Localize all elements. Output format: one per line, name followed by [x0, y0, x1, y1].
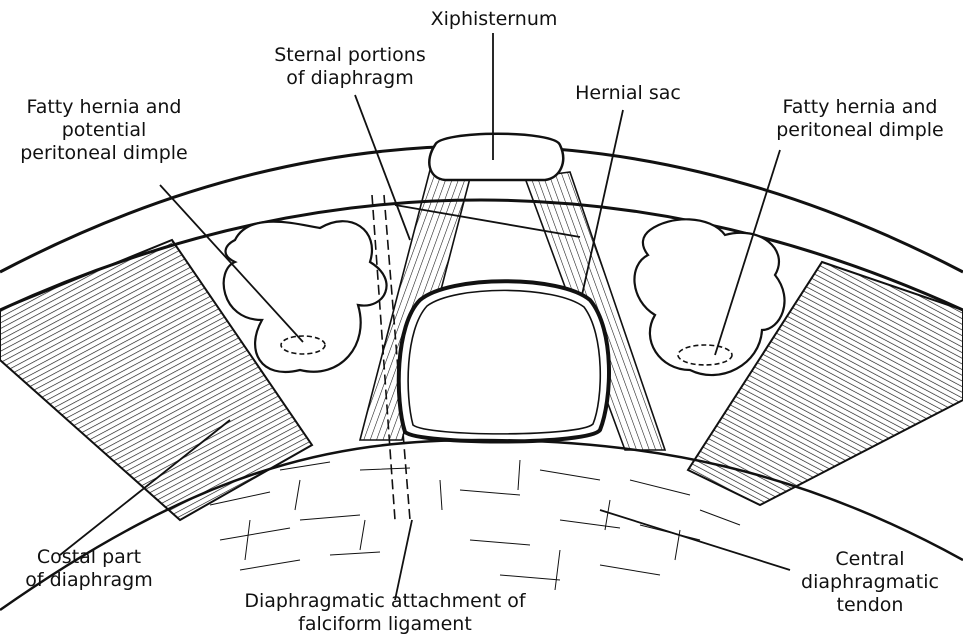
label-fatty-hernia-left: Fatty hernia and potential peritoneal di…: [4, 96, 204, 165]
label-central-line3: tendon: [790, 594, 950, 617]
label-xiphisternum: Xiphisternum: [424, 8, 564, 31]
label-fatty-right-line2: peritoneal dimple: [760, 119, 960, 142]
label-falciform: Diaphragmatic attachment of falciform li…: [220, 590, 550, 636]
label-fatty-hernia-right: Fatty hernia and peritoneal dimple: [760, 96, 960, 142]
fatty-hernia-left: [224, 221, 387, 372]
label-fatty-left-line3: peritoneal dimple: [4, 142, 204, 165]
label-costal-line1: Costal part: [14, 546, 164, 569]
label-central-line1: Central: [790, 548, 950, 571]
tendon-texture: [210, 460, 740, 590]
label-costal-line2: of diaphragm: [14, 569, 164, 592]
label-costal-part: Costal part of diaphragm: [14, 546, 164, 592]
label-central-tendon: Central diaphragmatic tendon: [790, 548, 950, 617]
label-hernial-sac: Hernial sac: [568, 82, 688, 105]
label-sternal-portions-line2: of diaphragm: [250, 67, 450, 90]
fatty-hernia-right: [634, 219, 784, 375]
label-fatty-right-line1: Fatty hernia and: [760, 96, 960, 119]
label-falciform-line2: falciform ligament: [220, 613, 550, 636]
label-fatty-left-line2: potential: [4, 119, 204, 142]
xiphisternum-shape: [429, 134, 563, 180]
label-central-line2: diaphragmatic: [790, 571, 950, 594]
label-xiphisternum-text: Xiphisternum: [424, 8, 564, 31]
label-sternal-portions-line1: Sternal portions: [250, 44, 450, 67]
label-hernial-sac-text: Hernial sac: [568, 82, 688, 105]
label-fatty-left-line1: Fatty hernia and: [4, 96, 204, 119]
label-sternal-portions: Sternal portions of diaphragm: [250, 44, 450, 90]
label-falciform-line1: Diaphragmatic attachment of: [220, 590, 550, 613]
hernial-sac-outer: [399, 281, 609, 441]
